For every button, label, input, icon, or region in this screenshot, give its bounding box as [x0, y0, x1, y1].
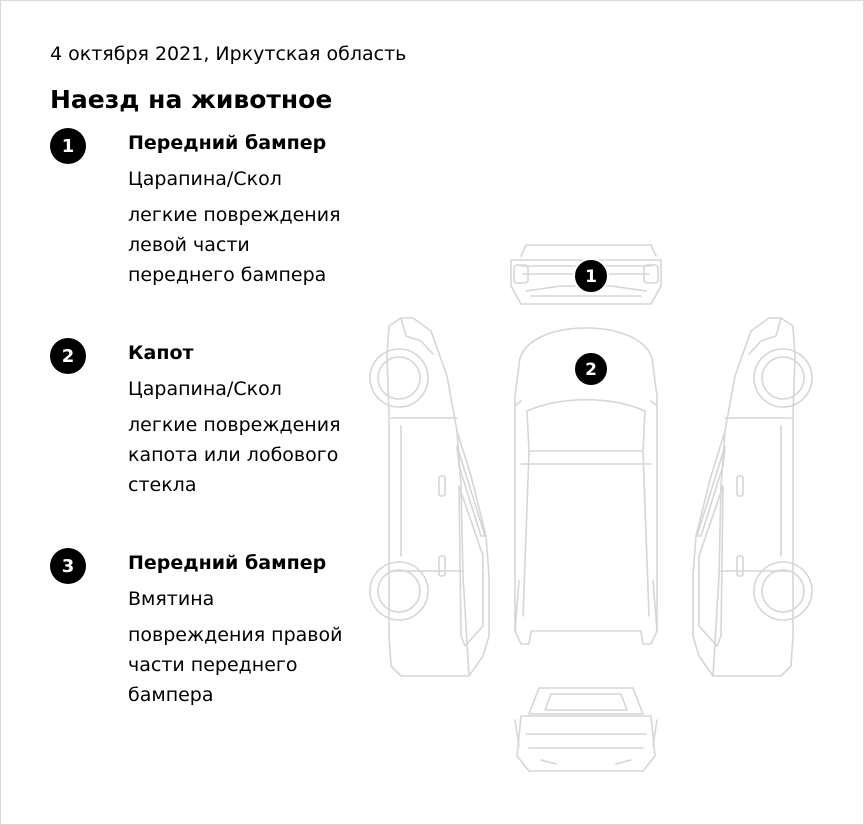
description-line: капота или лобового [128, 444, 339, 466]
damage-type: Царапина/Скол [128, 168, 282, 190]
damage-type: Царапина/Скол [128, 378, 282, 400]
damage-part: Передний бампер [128, 552, 327, 574]
incident-title: Наезд на животное [50, 85, 333, 114]
description-line: бампера [128, 684, 214, 706]
car-rear-view [514, 687, 658, 772]
damage-description: легкие повреждения капота или лобового с… [128, 410, 378, 500]
description-line: повреждения правой [128, 624, 343, 646]
damage-description: легкие повреждения левой части переднего… [128, 200, 378, 290]
car-top-view [514, 327, 658, 645]
description-line: переднего бампера [128, 264, 327, 286]
description-line: части переднего [128, 654, 298, 676]
incident-date-location: 4 октября 2021, Иркутская область [50, 43, 407, 65]
damage-part: Передний бампер [128, 132, 327, 154]
damage-number-badge: 1 [50, 128, 86, 164]
description-line: легкие повреждения [128, 204, 341, 226]
description-line: легкие повреждения [128, 414, 341, 436]
car-left-side-view [369, 317, 490, 677]
marker-label: 2 [585, 360, 597, 380]
damage-marker-2: 2 [573, 351, 609, 387]
damage-part: Капот [128, 342, 194, 364]
car-damage-diagram: 1 2 [369, 244, 813, 772]
damage-number-badge: 2 [50, 338, 86, 374]
marker-label: 1 [585, 267, 597, 287]
damage-number-badge: 3 [50, 548, 86, 584]
damage-marker-1: 1 [573, 258, 609, 294]
car-right-side-view [692, 317, 813, 677]
description-line: стекла [128, 474, 197, 496]
description-line: левой части [128, 234, 250, 256]
car-front-view [510, 244, 662, 305]
damage-type: Вмятина [128, 588, 215, 610]
damage-description: повреждения правой части переднего бампе… [128, 620, 378, 710]
